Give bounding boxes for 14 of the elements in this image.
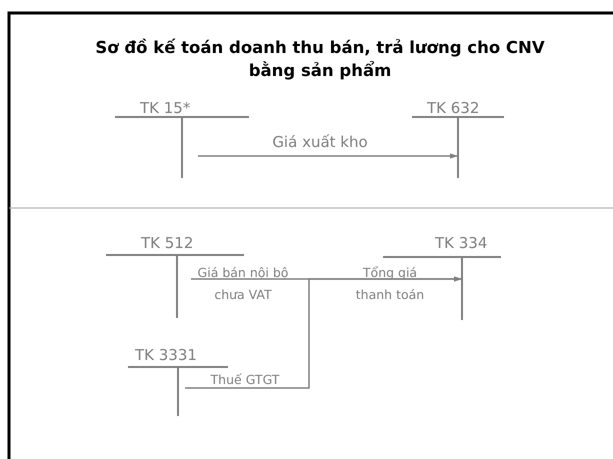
diagram-title: Sơ đồ kế toán doanh thu bán, trả lương cho CNV bằng sản phẩm [94, 37, 546, 82]
account-label: TK 334 [435, 234, 488, 252]
t-account [115, 101, 249, 178]
arrow [185, 276, 462, 389]
account-label: TK 632 [427, 99, 480, 117]
account-label: TK 3331 [135, 346, 197, 364]
edge-label: Thuế GTGT [210, 372, 280, 388]
t-account [412, 101, 504, 178]
edge-label: Giá bán nội bộ chưa VAT [196, 264, 290, 304]
account-label: TK 512 [141, 234, 194, 252]
edge-label: Giá xuất kho [271, 134, 369, 150]
account-label: TK 15* [140, 99, 190, 117]
t-account [106, 236, 244, 318]
arrow [198, 153, 458, 159]
